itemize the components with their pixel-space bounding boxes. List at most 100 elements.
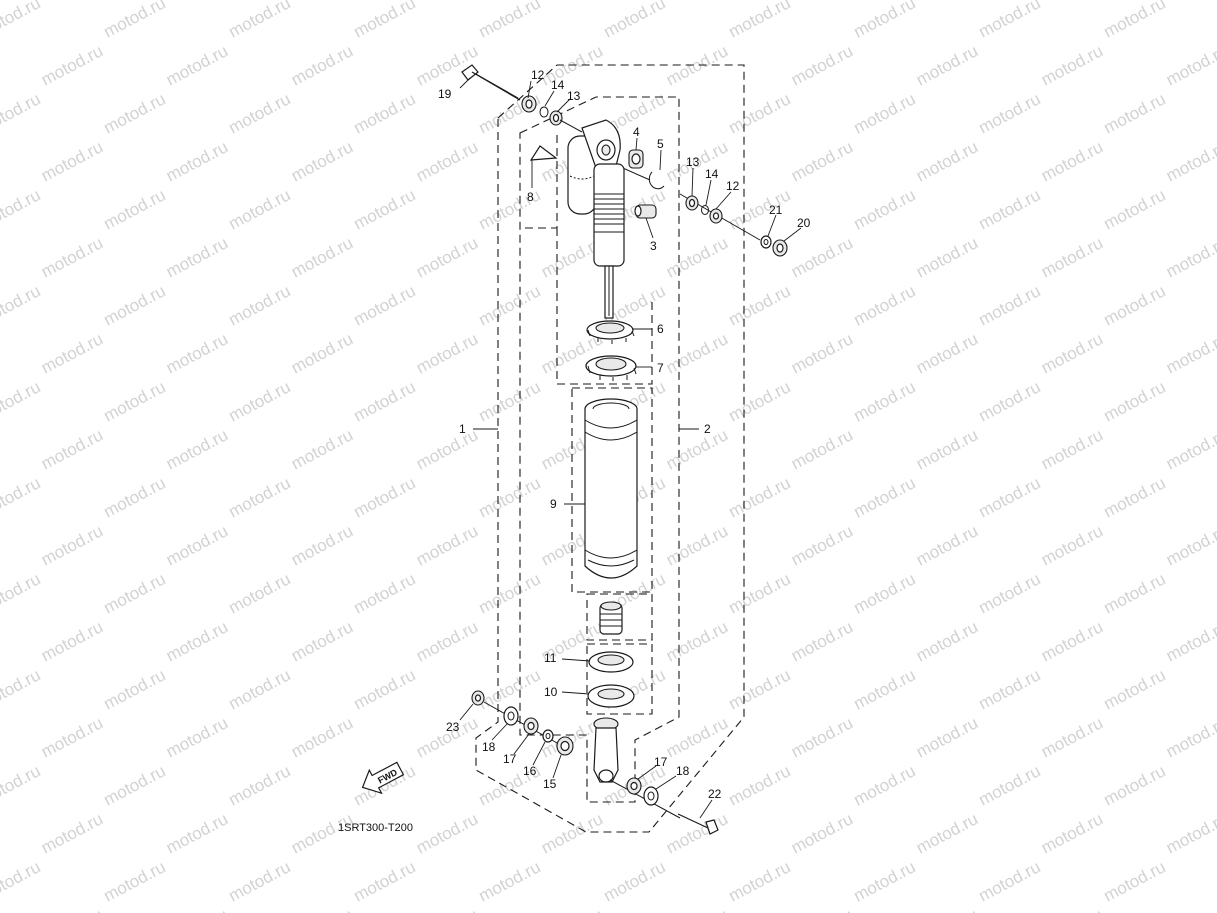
watermark-text: motod.ru — [0, 857, 44, 905]
watermark-text: motod.ru — [38, 41, 106, 89]
watermark-text: motod.ru — [1038, 713, 1106, 761]
watermark-text: motod.ru — [288, 233, 356, 281]
watermark-text: motod.ru — [475, 665, 543, 713]
watermark-text: motod.ru — [163, 329, 231, 377]
watermark-text: motod.ru — [0, 89, 44, 137]
watermark-text: motod.ru — [0, 185, 44, 233]
lower-clevis — [593, 717, 681, 819]
watermark-text: motod.ru — [913, 41, 981, 89]
watermark-text: motod.ru — [38, 329, 106, 377]
watermark-text: motod.ru — [100, 857, 168, 905]
callout-7: 7 — [657, 361, 664, 375]
label-plate-8 — [529, 145, 558, 161]
callout-1: 1 — [459, 422, 466, 436]
watermark-text: motod.ru — [788, 713, 856, 761]
watermark-text: motod.ru — [225, 89, 293, 137]
watermark-text: motod.ru — [850, 569, 918, 617]
watermark-text: motod.ru — [413, 617, 481, 665]
watermark-text: motod.ru — [725, 89, 793, 137]
watermark-text: motod.ru — [350, 185, 418, 233]
watermark-text: motod.ru — [850, 665, 918, 713]
watermark-text: motod.ru — [850, 857, 918, 905]
watermark-text: motod.ru — [413, 137, 481, 185]
watermark-text: motod.ru — [225, 473, 293, 521]
watermark-text: motod.ru — [725, 0, 793, 42]
watermark-text: motod.ru — [975, 185, 1043, 233]
watermark-text: motod.ru — [975, 0, 1043, 42]
watermark-text: motod.ru — [100, 185, 168, 233]
watermark-text: motod.ru — [788, 137, 856, 185]
watermark-text: motod.ru — [1163, 137, 1217, 185]
watermark-text: motod.ru — [350, 473, 418, 521]
watermark-text: motod.ru — [163, 41, 231, 89]
watermark-text: motod.ru — [975, 281, 1043, 329]
bolt-22 — [677, 813, 719, 835]
bearing-15 — [556, 736, 574, 756]
watermark-text: motod.ru — [788, 905, 856, 913]
collar-17-right — [626, 777, 642, 795]
watermark-text: motod.ru — [975, 89, 1043, 137]
watermark-text: motod.ru — [788, 521, 856, 569]
watermark-text: motod.ru — [1038, 233, 1106, 281]
watermark-text: motod.ru — [1163, 425, 1217, 473]
watermark-text: motod.ru — [850, 761, 918, 809]
o-ring-16 — [542, 729, 554, 743]
watermark-text: motod.ru — [850, 281, 918, 329]
watermark-text: motod.ru — [975, 761, 1043, 809]
watermark-text: motod.ru — [1163, 617, 1217, 665]
watermark-text: motod.ru — [163, 809, 231, 857]
watermark-text: motod.ru — [663, 329, 731, 377]
callout-14-upper: 14 — [551, 78, 565, 92]
watermark-text: motod.ru — [1100, 0, 1168, 42]
watermark-text: motod.ru — [100, 473, 168, 521]
watermark-text: motod.ru — [1100, 857, 1168, 905]
watermark-text: motod.ru — [100, 281, 168, 329]
watermark-text: motod.ru — [38, 233, 106, 281]
watermark-text: motod.ru — [0, 665, 44, 713]
watermark-text: motod.ru — [475, 473, 543, 521]
watermark-text: motod.ru — [913, 329, 981, 377]
callout-8: 8 — [527, 190, 534, 204]
watermark-text: motod.ru — [475, 377, 543, 425]
watermark-text: motod.ru — [1163, 41, 1217, 89]
upper-mount-parts — [461, 64, 788, 257]
watermark-text: motod.ru — [288, 617, 356, 665]
watermark-text: motod.ru — [350, 89, 418, 137]
nut-23 — [471, 690, 485, 706]
watermark-text: motod.ru — [288, 713, 356, 761]
watermark-text: motod.ru — [1100, 185, 1168, 233]
callout-6: 6 — [657, 322, 664, 336]
watermark-text: motod.ru — [913, 521, 981, 569]
leader-lines — [459, 77, 802, 819]
watermark-text: motod.ru — [163, 713, 231, 761]
watermark-text: motod.ru — [225, 0, 293, 42]
washer-18-right — [643, 786, 659, 806]
watermark-text: motod.ru — [975, 377, 1043, 425]
callout-17-right: 17 — [654, 755, 668, 769]
bushing-4 — [628, 149, 644, 169]
watermark-text: motod.ru — [38, 809, 106, 857]
watermark-text: motod.ru — [788, 809, 856, 857]
watermark-text: motod.ru — [850, 0, 918, 42]
callout-20: 20 — [797, 216, 811, 230]
watermark-text: motod.ru — [288, 521, 356, 569]
watermark-text: motod.ru — [725, 665, 793, 713]
watermark-text: motod.ru — [1163, 809, 1217, 857]
watermark-text: motod.ru — [1163, 329, 1217, 377]
assembly-1-outline — [475, 64, 745, 833]
watermark-text: motod.ru — [725, 281, 793, 329]
watermark-text: motod.ru — [850, 185, 918, 233]
watermark-text: motod.ru — [163, 905, 231, 913]
spring-seat-11 — [588, 651, 634, 673]
watermark-text: motod.ru — [38, 905, 106, 913]
callout-4: 4 — [633, 125, 640, 139]
watermark-text: motod.ru — [913, 905, 981, 913]
callout-10: 10 — [544, 685, 558, 699]
watermark-text: motod.ru — [975, 665, 1043, 713]
watermark-text: motod.ru — [100, 761, 168, 809]
watermark-text: motod.ru — [225, 569, 293, 617]
watermark-text: motod.ru — [1100, 665, 1168, 713]
callout-labels: 19 12 14 13 4 5 13 14 12 21 20 3 8 6 7 1… — [438, 68, 811, 801]
watermark-text: motod.ru — [1038, 521, 1106, 569]
